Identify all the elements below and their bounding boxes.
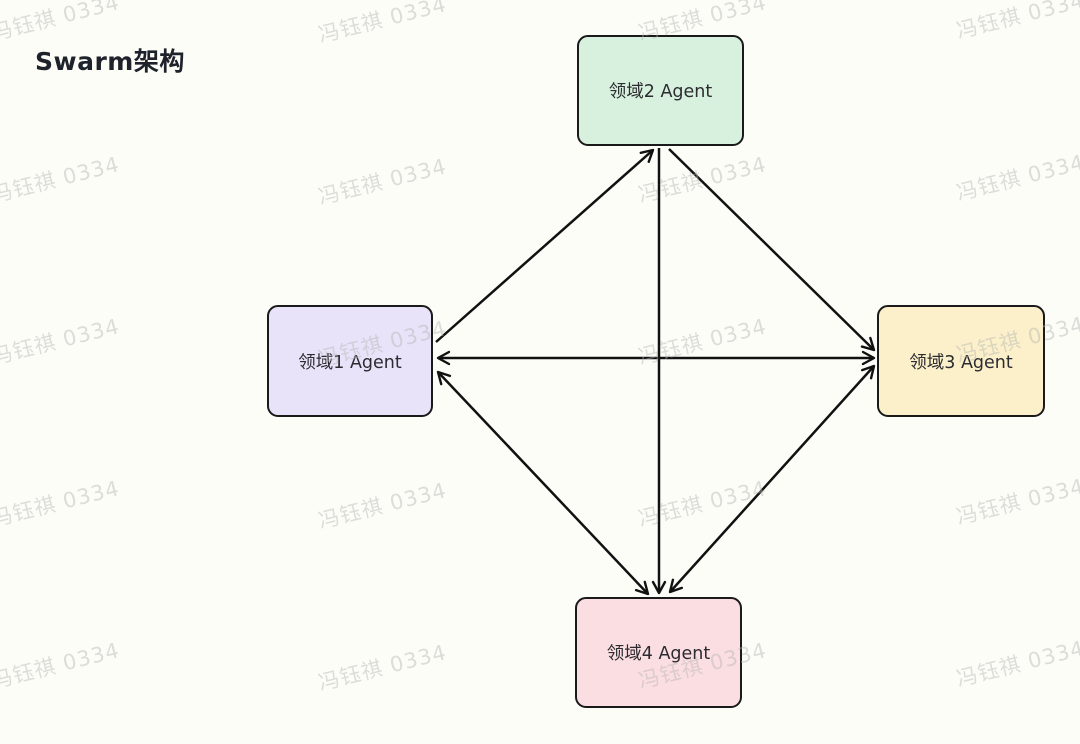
node-agent4-label: 领域4 Agent: [606, 644, 711, 664]
edge-agent3-agent4: [668, 364, 876, 594]
node-agent2: 领域2 Agent: [577, 35, 744, 146]
node-agent3: 领域3 Agent: [877, 305, 1045, 417]
page-title: Swarm架构: [35, 47, 185, 76]
node-agent4: 领域4 Agent: [575, 597, 742, 708]
edge-group: [435, 148, 876, 596]
node-agent1-label: 领域1 Agent: [298, 352, 402, 373]
edge-agent2-agent3: [668, 148, 876, 352]
edge-agent1-agent4: [436, 370, 650, 596]
node-agent2-label: 领域2 Agent: [608, 82, 713, 102]
node-agent1: 领域1 Agent: [267, 305, 433, 417]
node-agent3-label: 领域3 Agent: [909, 352, 1013, 373]
edge-agent1-agent2: [435, 148, 655, 343]
